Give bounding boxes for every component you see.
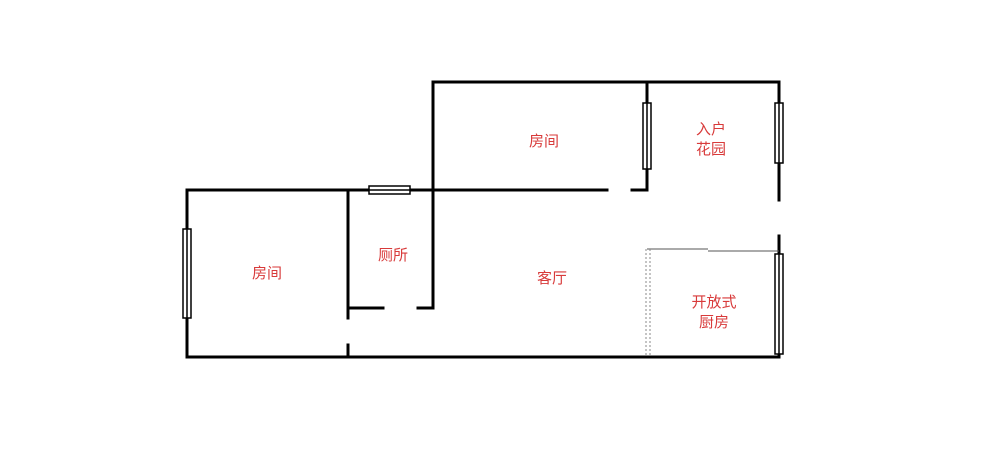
label-kitchen-line1: 开放式 [691, 293, 736, 311]
label-bedroom-top: 房间 [529, 132, 559, 150]
label-kitchen-line2: 厨房 [699, 313, 729, 331]
windows [182, 102, 784, 355]
label-living-room: 客厅 [537, 269, 567, 287]
label-toilet: 厕所 [378, 246, 408, 264]
label-garden-line2: 花园 [696, 140, 726, 158]
label-garden-line1: 入户 [696, 120, 726, 138]
label-bedroom-left: 房间 [252, 264, 282, 282]
walls [185, 80, 781, 359]
